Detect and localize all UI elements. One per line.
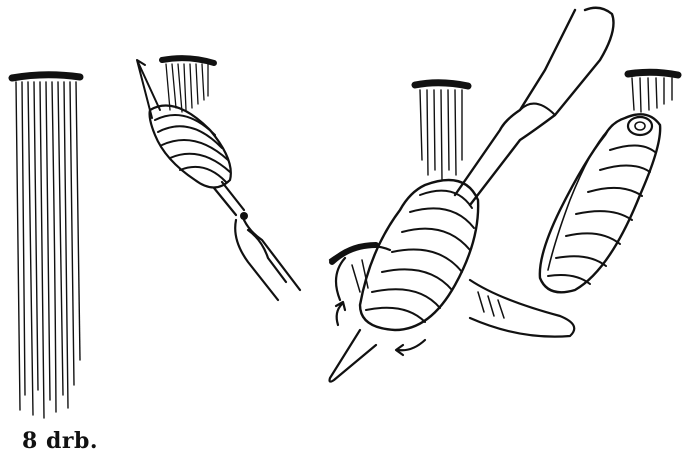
finished-curl [540,72,678,292]
stick-with-curl-rotating [330,8,614,382]
fork-prongs [235,220,300,300]
figure-caption: 8 drb. [22,428,98,454]
bundle-top-band [12,75,80,78]
fork-with-curl [137,58,300,300]
fork-bundle-band [162,58,214,63]
curl-bundle-band [628,72,678,75]
stick-bundle-band [415,83,468,86]
curling-stick [455,8,614,205]
loose-hair-strands [12,75,80,418]
